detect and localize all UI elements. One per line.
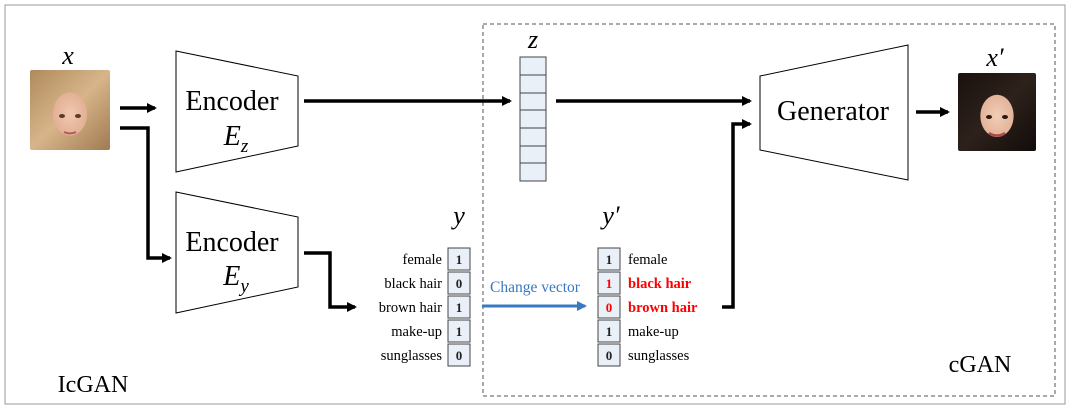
encoder-y-symbol: Ey [222, 261, 249, 297]
y-prime-vector-cell [597, 247, 621, 271]
y-vector-attribute-label: make-up [391, 324, 442, 340]
symbol-x: x [61, 41, 74, 70]
y-prime-vector-cell [597, 271, 621, 295]
y-prime-vector-value: 1 [606, 324, 613, 339]
y-vector-value: 1 [456, 324, 463, 339]
encoder-z-shape [175, 50, 299, 173]
y-vector-attribute-label: sunglasses [381, 348, 443, 364]
y-prime-vector-cell [597, 343, 621, 367]
encoder-y-label: Encoder [185, 227, 279, 258]
y-vector-attribute-label: brown hair [379, 300, 442, 316]
y-vector-value: 0 [456, 276, 463, 291]
y-prime-vector: 1 female 1 black hair 0 brown hair 1 make-up 0 su… [597, 247, 698, 367]
y-prime-vector-value: 1 [606, 252, 613, 267]
y-vector-cell [447, 319, 471, 343]
y-prime-vector-cell [597, 295, 621, 319]
y-vector-cell [447, 295, 471, 319]
output-face-image [958, 73, 1036, 151]
y-prime-vector-cell [597, 319, 621, 343]
generator-shape [759, 44, 909, 181]
arrow-y-prime-to-generator [722, 119, 752, 309]
y-vector-value: 1 [456, 252, 463, 267]
y-prime-vector-attribute-label: make-up [628, 324, 679, 340]
y-vector-cell [447, 343, 471, 367]
y-vector-cell [447, 271, 471, 295]
icgan-label: IcGAN [58, 372, 129, 398]
symbol-y-prime: y′ [599, 201, 620, 230]
encoder-z-symbol: Ez [223, 121, 249, 157]
y-prime-vector-attribute-label: brown hair [628, 300, 698, 316]
arrow-input-to-encoder-y [120, 126, 172, 263]
symbol-z: z [527, 25, 538, 54]
y-vector-attribute-label: black hair [384, 276, 442, 292]
encoder-y-shape [175, 191, 299, 314]
cgan-label: cGAN [949, 352, 1012, 378]
symbol-x-prime: x′ [985, 43, 1004, 72]
y-vector-cell [447, 247, 471, 271]
y-prime-vector-value: 0 [606, 348, 613, 363]
y-prime-vector-value: 0 [606, 300, 613, 315]
y-prime-vector-attribute-label: female [628, 252, 667, 268]
outer-frame [4, 4, 1066, 405]
y-prime-vector-attribute-label: black hair [628, 276, 692, 292]
encoder-z-label: Encoder [185, 86, 279, 117]
y-vector-attribute-label: female [403, 252, 442, 268]
change-vector-label: Change vector [490, 279, 581, 296]
y-prime-vector-value: 1 [606, 276, 613, 291]
cgan-region [482, 23, 1056, 397]
input-face-image [30, 70, 110, 150]
y-vector-value: 1 [456, 300, 463, 315]
arrow-encoder-y-to-y [304, 251, 357, 312]
generator-label: Generator [777, 96, 890, 127]
symbol-y: y [450, 201, 465, 230]
y-vector: 1 female 0 black hair 1 brown hair 1 make-up 0 su… [379, 247, 471, 367]
z-vector [519, 56, 547, 182]
y-prime-vector-attribute-label: sunglasses [628, 348, 690, 364]
y-vector-value: 0 [456, 348, 463, 363]
